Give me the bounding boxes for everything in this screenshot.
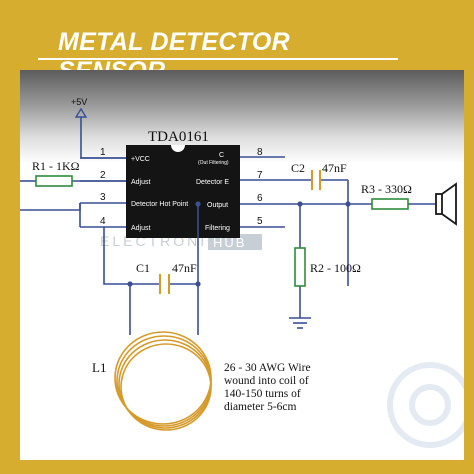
c1-name: C1 [136,261,150,275]
pin-4-label: Adjust [131,225,151,232]
left-frame-bar [0,70,20,474]
ic-body [126,145,240,238]
pin-6-number: 6 [257,193,263,204]
c2-value: 47nF [322,161,347,175]
pin-1-number: 1 [100,147,106,158]
wires-left [20,180,130,285]
title-banner: METAL DETECTOR SENSOR [0,0,474,85]
bottom-frame-bar [0,460,474,474]
r1-resistor [35,175,73,187]
wires-c1 [129,204,199,335]
pin-8-label: C [219,152,224,159]
pin-6-label: Output [207,202,228,209]
r2-resistor [294,247,306,287]
pin-8-sublabel: (Out Filtering) [198,160,229,166]
coil-note-line-1: 26 - 30 AWG Wire [224,362,311,374]
wires-right [285,179,436,318]
gear-decoration [387,362,464,448]
coil-name: L1 [92,360,106,375]
supply-label: +5V [71,97,87,107]
pin-7-number: 7 [257,170,263,181]
right-frame-bar [464,70,474,474]
r3-label: R3 - 330Ω [361,182,412,196]
pin-3-label: Detector Hot Point [131,201,188,208]
pin-3-number: 3 [100,192,106,203]
supply-arrow-icon [74,107,88,118]
pin-5-number: 5 [257,216,263,227]
ic-notch [171,145,185,152]
circuit-schematic: ELECTRONICS HUB +5V TDA0161 1 2 3 4 8 7 … [20,97,464,448]
r1-label: R1 - 1KΩ [32,159,80,173]
schematic-panel: ELECTRONICS HUB +5V TDA0161 1 2 3 4 8 7 … [20,70,464,460]
junction-pin3 [195,201,201,207]
junction-c1-left [127,281,133,287]
coil-l1 [114,331,212,431]
pin-7-label: Detector E [196,179,229,186]
pin-1-label: +VCC [131,156,150,163]
watermark-right: HUB [213,235,246,250]
ground-icon [289,317,311,329]
r3-resistor [371,198,409,210]
title-underline [38,58,398,60]
junction-output [297,201,303,207]
pin-8-number: 8 [257,147,263,158]
c1-value: 47nF [172,261,197,275]
r2-label: R2 - 100Ω [310,261,361,275]
pin-5-label: Filtering [205,225,230,232]
pin-4-number: 4 [100,216,106,227]
c2-name: C2 [291,161,305,175]
speaker-icon [435,182,457,226]
coil-note-line-2: wound into coil of [224,375,309,387]
ic-name: TDA0161 [148,129,209,145]
coil-note-line-4: diameter 5-6cm [224,401,297,413]
pin-2-number: 2 [100,170,106,181]
coil-note-line-3: 140-150 turns of [224,388,301,400]
junction-r3 [345,201,351,207]
junction-c1-right [195,281,201,287]
pin-2-label: Adjust [131,179,151,186]
